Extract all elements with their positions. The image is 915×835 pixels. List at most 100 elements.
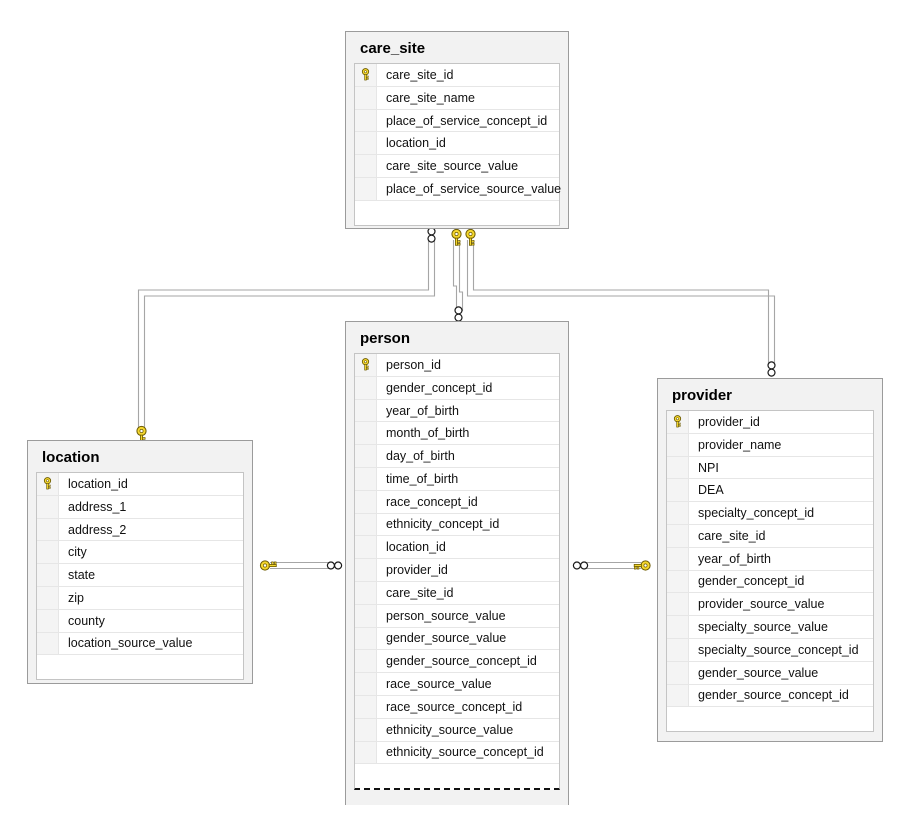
field-row[interactable]: race_source_concept_id bbox=[355, 695, 559, 719]
field-row[interactable]: state bbox=[37, 564, 243, 587]
field-name: month_of_birth bbox=[386, 426, 470, 441]
field-row[interactable]: provider_id bbox=[355, 559, 559, 582]
field-name: gender_concept_id bbox=[386, 380, 493, 395]
primary-key-icon bbox=[355, 354, 377, 376]
row-gutter bbox=[667, 524, 689, 547]
field-row[interactable]: place_of_service_concept_id bbox=[355, 109, 559, 133]
row-gutter bbox=[355, 673, 377, 695]
field-row[interactable]: ethnicity_concept_id bbox=[355, 513, 559, 537]
field-row[interactable]: gender_concept_id bbox=[667, 570, 873, 594]
field-name: location_source_value bbox=[68, 636, 193, 651]
primary-key-icon bbox=[355, 64, 377, 86]
field-row[interactable]: gender_source_concept_id bbox=[355, 650, 559, 674]
field-row[interactable]: specialty_source_value bbox=[667, 616, 873, 639]
field-row[interactable]: year_of_birth bbox=[667, 547, 873, 571]
field-row[interactable]: gender_concept_id bbox=[355, 376, 559, 400]
field-row[interactable]: address_2 bbox=[37, 518, 243, 542]
field-grid-care_site[interactable]: care_site_id care_site_name place_of_servi… bbox=[354, 63, 561, 226]
row-gutter bbox=[667, 479, 689, 502]
field-row[interactable]: ethnicity_source_concept_id bbox=[355, 741, 559, 765]
row-gutter bbox=[355, 650, 377, 673]
field-row[interactable]: care_site_name bbox=[355, 86, 559, 110]
field-row[interactable]: specialty_concept_id bbox=[667, 502, 873, 525]
row-gutter bbox=[355, 177, 377, 200]
field-name: care_site_source_value bbox=[386, 159, 519, 174]
field-row[interactable]: provider_source_value bbox=[667, 593, 873, 617]
endpoint-key-care-site-provider bbox=[465, 228, 476, 246]
field-row[interactable]: location_source_value bbox=[37, 632, 243, 656]
field-row[interactable]: provider_name bbox=[667, 433, 873, 457]
row-gutter bbox=[355, 513, 377, 536]
field-row[interactable]: location_id bbox=[37, 473, 243, 496]
field-row[interactable]: person_id bbox=[355, 354, 559, 377]
entity-title-provider: provider bbox=[672, 387, 733, 404]
field-row[interactable]: provider_id bbox=[667, 411, 873, 434]
field-row[interactable]: gender_source_value bbox=[355, 627, 559, 651]
field-row[interactable]: year_of_birth bbox=[355, 399, 559, 423]
field-name: provider_source_value bbox=[698, 597, 825, 612]
row-gutter bbox=[355, 764, 377, 789]
field-name: location_id bbox=[386, 136, 446, 151]
field-row[interactable]: day_of_birth bbox=[355, 445, 559, 468]
row-gutter bbox=[355, 695, 377, 718]
field-row[interactable]: DEA bbox=[667, 479, 873, 503]
field-row[interactable]: person_source_value bbox=[355, 604, 559, 628]
field-name: place_of_service_concept_id bbox=[386, 113, 548, 128]
endpoint-key-location-person bbox=[259, 560, 277, 571]
field-row[interactable]: care_site_id bbox=[667, 524, 873, 548]
field-name: specialty_source_value bbox=[698, 620, 828, 635]
relationship-person-provider bbox=[585, 561, 641, 570]
field-row[interactable]: race_source_value bbox=[355, 673, 559, 696]
field-row[interactable]: address_1 bbox=[37, 495, 243, 519]
endpoint-many-provider-care-site bbox=[767, 361, 776, 377]
endpoint-key-provider-person bbox=[633, 560, 651, 571]
row-gutter bbox=[37, 609, 59, 632]
field-name: care_site_id bbox=[386, 67, 454, 82]
field-row[interactable]: ethnicity_source_value bbox=[355, 718, 559, 742]
field-row[interactable]: location_id bbox=[355, 132, 559, 156]
field-row[interactable]: gender_source_value bbox=[667, 661, 873, 685]
row-gutter bbox=[355, 200, 377, 225]
field-row[interactable]: time_of_birth bbox=[355, 467, 559, 491]
row-gutter bbox=[355, 86, 377, 109]
field-name: provider_name bbox=[698, 437, 782, 452]
field-row[interactable]: care_site_source_value bbox=[355, 155, 559, 178]
field-name: gender_source_concept_id bbox=[698, 688, 849, 703]
field-row[interactable]: county bbox=[37, 609, 243, 633]
field-name: care_site_id bbox=[386, 585, 454, 600]
field-row[interactable]: care_site_id bbox=[355, 581, 559, 605]
new-field-row[interactable] bbox=[37, 655, 243, 680]
entity-title-person: person bbox=[360, 330, 411, 347]
new-field-row[interactable] bbox=[667, 707, 873, 732]
field-row[interactable]: specialty_source_concept_id bbox=[667, 638, 873, 662]
field-row[interactable]: zip bbox=[37, 586, 243, 610]
row-gutter bbox=[667, 433, 689, 456]
row-gutter bbox=[667, 616, 689, 638]
row-gutter bbox=[355, 627, 377, 650]
new-field-row[interactable] bbox=[355, 200, 559, 225]
field-row[interactable]: month_of_birth bbox=[355, 422, 559, 446]
field-row[interactable]: race_concept_id bbox=[355, 490, 559, 514]
new-field-row[interactable] bbox=[355, 764, 559, 789]
field-row[interactable]: city bbox=[37, 541, 243, 565]
field-name: NPI bbox=[698, 460, 719, 475]
row-gutter bbox=[667, 593, 689, 616]
field-row[interactable]: place_of_service_source_value bbox=[355, 177, 561, 201]
field-row[interactable]: NPI bbox=[667, 456, 873, 480]
field-name: day_of_birth bbox=[386, 449, 455, 464]
field-row[interactable]: care_site_id bbox=[355, 64, 559, 87]
row-gutter bbox=[37, 564, 59, 586]
primary-key-icon bbox=[37, 473, 59, 495]
primary-key-icon bbox=[667, 411, 689, 433]
field-row[interactable]: location_id bbox=[355, 536, 559, 560]
field-name: person_source_value bbox=[386, 608, 506, 623]
entity-person[interactable]: person person_id gender_concept_id year_of_… bbox=[345, 321, 569, 805]
field-row[interactable]: gender_source_concept_id bbox=[667, 684, 873, 708]
